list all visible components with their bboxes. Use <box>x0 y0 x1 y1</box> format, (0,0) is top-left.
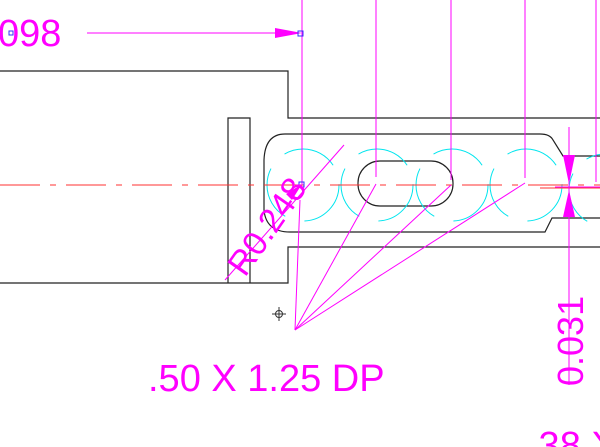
obround-slot <box>357 160 454 207</box>
leader-line <box>294 183 377 331</box>
leader-line <box>294 182 526 331</box>
grip-point[interactable] <box>297 30 304 37</box>
arrowheads <box>275 28 575 217</box>
callout-text[interactable]: .50 X 1.25 DP <box>148 358 385 400</box>
partial-dimension-text[interactable]: .38 X <box>528 425 600 447</box>
arrowhead <box>563 190 575 217</box>
grip-point[interactable] <box>298 181 305 188</box>
part-outline <box>0 70 600 284</box>
dimension-text-top[interactable]: 098 <box>0 13 61 55</box>
radius-leader <box>224 144 345 281</box>
vertical-dimension-text[interactable]: 0.031 <box>550 296 591 386</box>
outline-bottom <box>0 246 600 284</box>
vertical-rib <box>227 117 251 283</box>
arrowhead <box>275 28 302 38</box>
leader-line <box>294 184 452 331</box>
arrowhead <box>563 155 575 184</box>
arrowhead <box>286 184 302 200</box>
dimension-lines <box>87 0 600 385</box>
crosshair-cursor-icon <box>272 307 286 321</box>
slot-pocket <box>263 133 600 233</box>
outline-top <box>0 70 600 119</box>
grip-point[interactable] <box>8 30 14 36</box>
leader-line <box>294 199 301 331</box>
